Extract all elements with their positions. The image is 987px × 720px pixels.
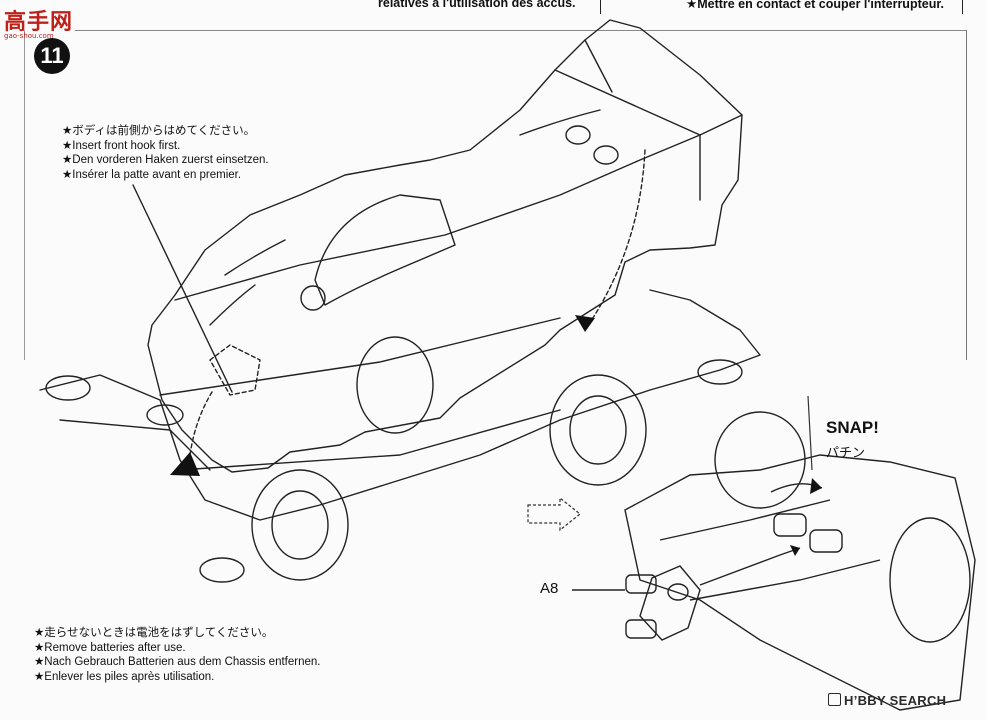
front-roller-inner [146, 404, 184, 426]
part-a8-body [639, 565, 701, 641]
car-body-vent [209, 109, 601, 326]
front-hook-outline [209, 344, 261, 396]
front-hook-note-ja: ★ボディは前側からはめてください。 [62, 125, 256, 137]
brand-text: H’BBY SEARCH [844, 693, 947, 708]
front-roller-bottom [199, 557, 245, 583]
front-hook-arrow [170, 452, 200, 476]
snap-arrow-head [810, 478, 822, 494]
rear-right-wheel-hub [569, 395, 627, 465]
chassis-rail [59, 409, 561, 471]
car-body-light [300, 285, 326, 311]
front-hook-note-en: ★Insert front hook first. [62, 139, 181, 152]
part-arrow-head [790, 545, 800, 556]
detail-chassis [624, 454, 976, 711]
part-insertion-line [699, 547, 801, 586]
detail-rail [659, 499, 881, 601]
battery-note-fr: ★Enlever les piles après utilisation. [34, 670, 215, 683]
detail-wheel [714, 411, 806, 509]
car-body-rear-port [565, 125, 591, 145]
part-a8-hole [667, 583, 689, 601]
car-body-cockpit [314, 194, 456, 306]
rear-right-wheel [549, 374, 647, 486]
front-left-wheel [251, 469, 349, 581]
site-watermark: 高手网 gao-shou.com [4, 4, 73, 40]
battery-note: ★走らせないときは電池をはずしてください。 ★Remove batteries … [34, 626, 320, 684]
rear-hook-guide [584, 149, 646, 331]
header-left-fragment: relatives à l'utilisation des accus. [378, 0, 576, 10]
rear-hook-arrow [575, 315, 595, 332]
brand-icon [828, 693, 841, 706]
header-right-fragment: ★Mettre en contact et couper l'interrupt… [686, 0, 944, 11]
detail-roller-stay-b [809, 529, 843, 553]
chassis-outline [39, 289, 761, 521]
snap-label: SNAP! [826, 418, 879, 437]
watermark-logo: 高手网 [4, 10, 74, 35]
front-roller-left [45, 375, 91, 401]
frame-right-border [966, 30, 967, 360]
battery-note-ja: ★走らせないときは電池をはずしてください。 [34, 627, 274, 639]
step-number-badge: 11 [34, 38, 70, 74]
front-hook-note: ★ボディは前側からはめてください。 ★Insert front hook fir… [62, 124, 269, 182]
hobby-search-brand: H’BBY SEARCH [828, 693, 946, 708]
header-divider-right [962, 0, 964, 14]
car-body-rear-port-2 [593, 145, 619, 165]
frame-left-border [24, 30, 25, 360]
rear-roller-right [697, 359, 743, 385]
front-right-wheel [356, 336, 434, 434]
watermark-url: gao-shou.com [4, 32, 54, 40]
part-a8-pin-top [625, 574, 657, 594]
part-a8-label: A8 [540, 580, 559, 597]
battery-note-en: ★Remove batteries after use. [34, 641, 186, 654]
frame-top-border [75, 30, 967, 31]
car-body-side-line [174, 134, 701, 301]
detail-roller-stay-a [773, 513, 807, 537]
part-a8-pin-bottom [625, 619, 657, 639]
direction-arrow [527, 496, 581, 532]
car-body-outline [147, 19, 743, 473]
front-left-wheel-hub [271, 490, 329, 560]
note-leader-line [132, 184, 233, 393]
car-body-lower-line [159, 317, 561, 396]
front-hook-guide [189, 391, 213, 456]
car-body-rear-wing [554, 39, 743, 201]
snap-label-japanese: パチン [826, 445, 866, 460]
detail-wheel-right [889, 517, 971, 643]
front-hook-note-de: ★Den vorderen Haken zuerst einsetzen. [62, 154, 269, 166]
front-hook-note-fr: ★Insérer la patte avant en premier. [62, 168, 242, 181]
battery-note-de: ★Nach Gebrauch Batterien aus dem Chassis… [34, 656, 321, 668]
snap-leader [807, 395, 813, 471]
header-divider [600, 0, 602, 14]
